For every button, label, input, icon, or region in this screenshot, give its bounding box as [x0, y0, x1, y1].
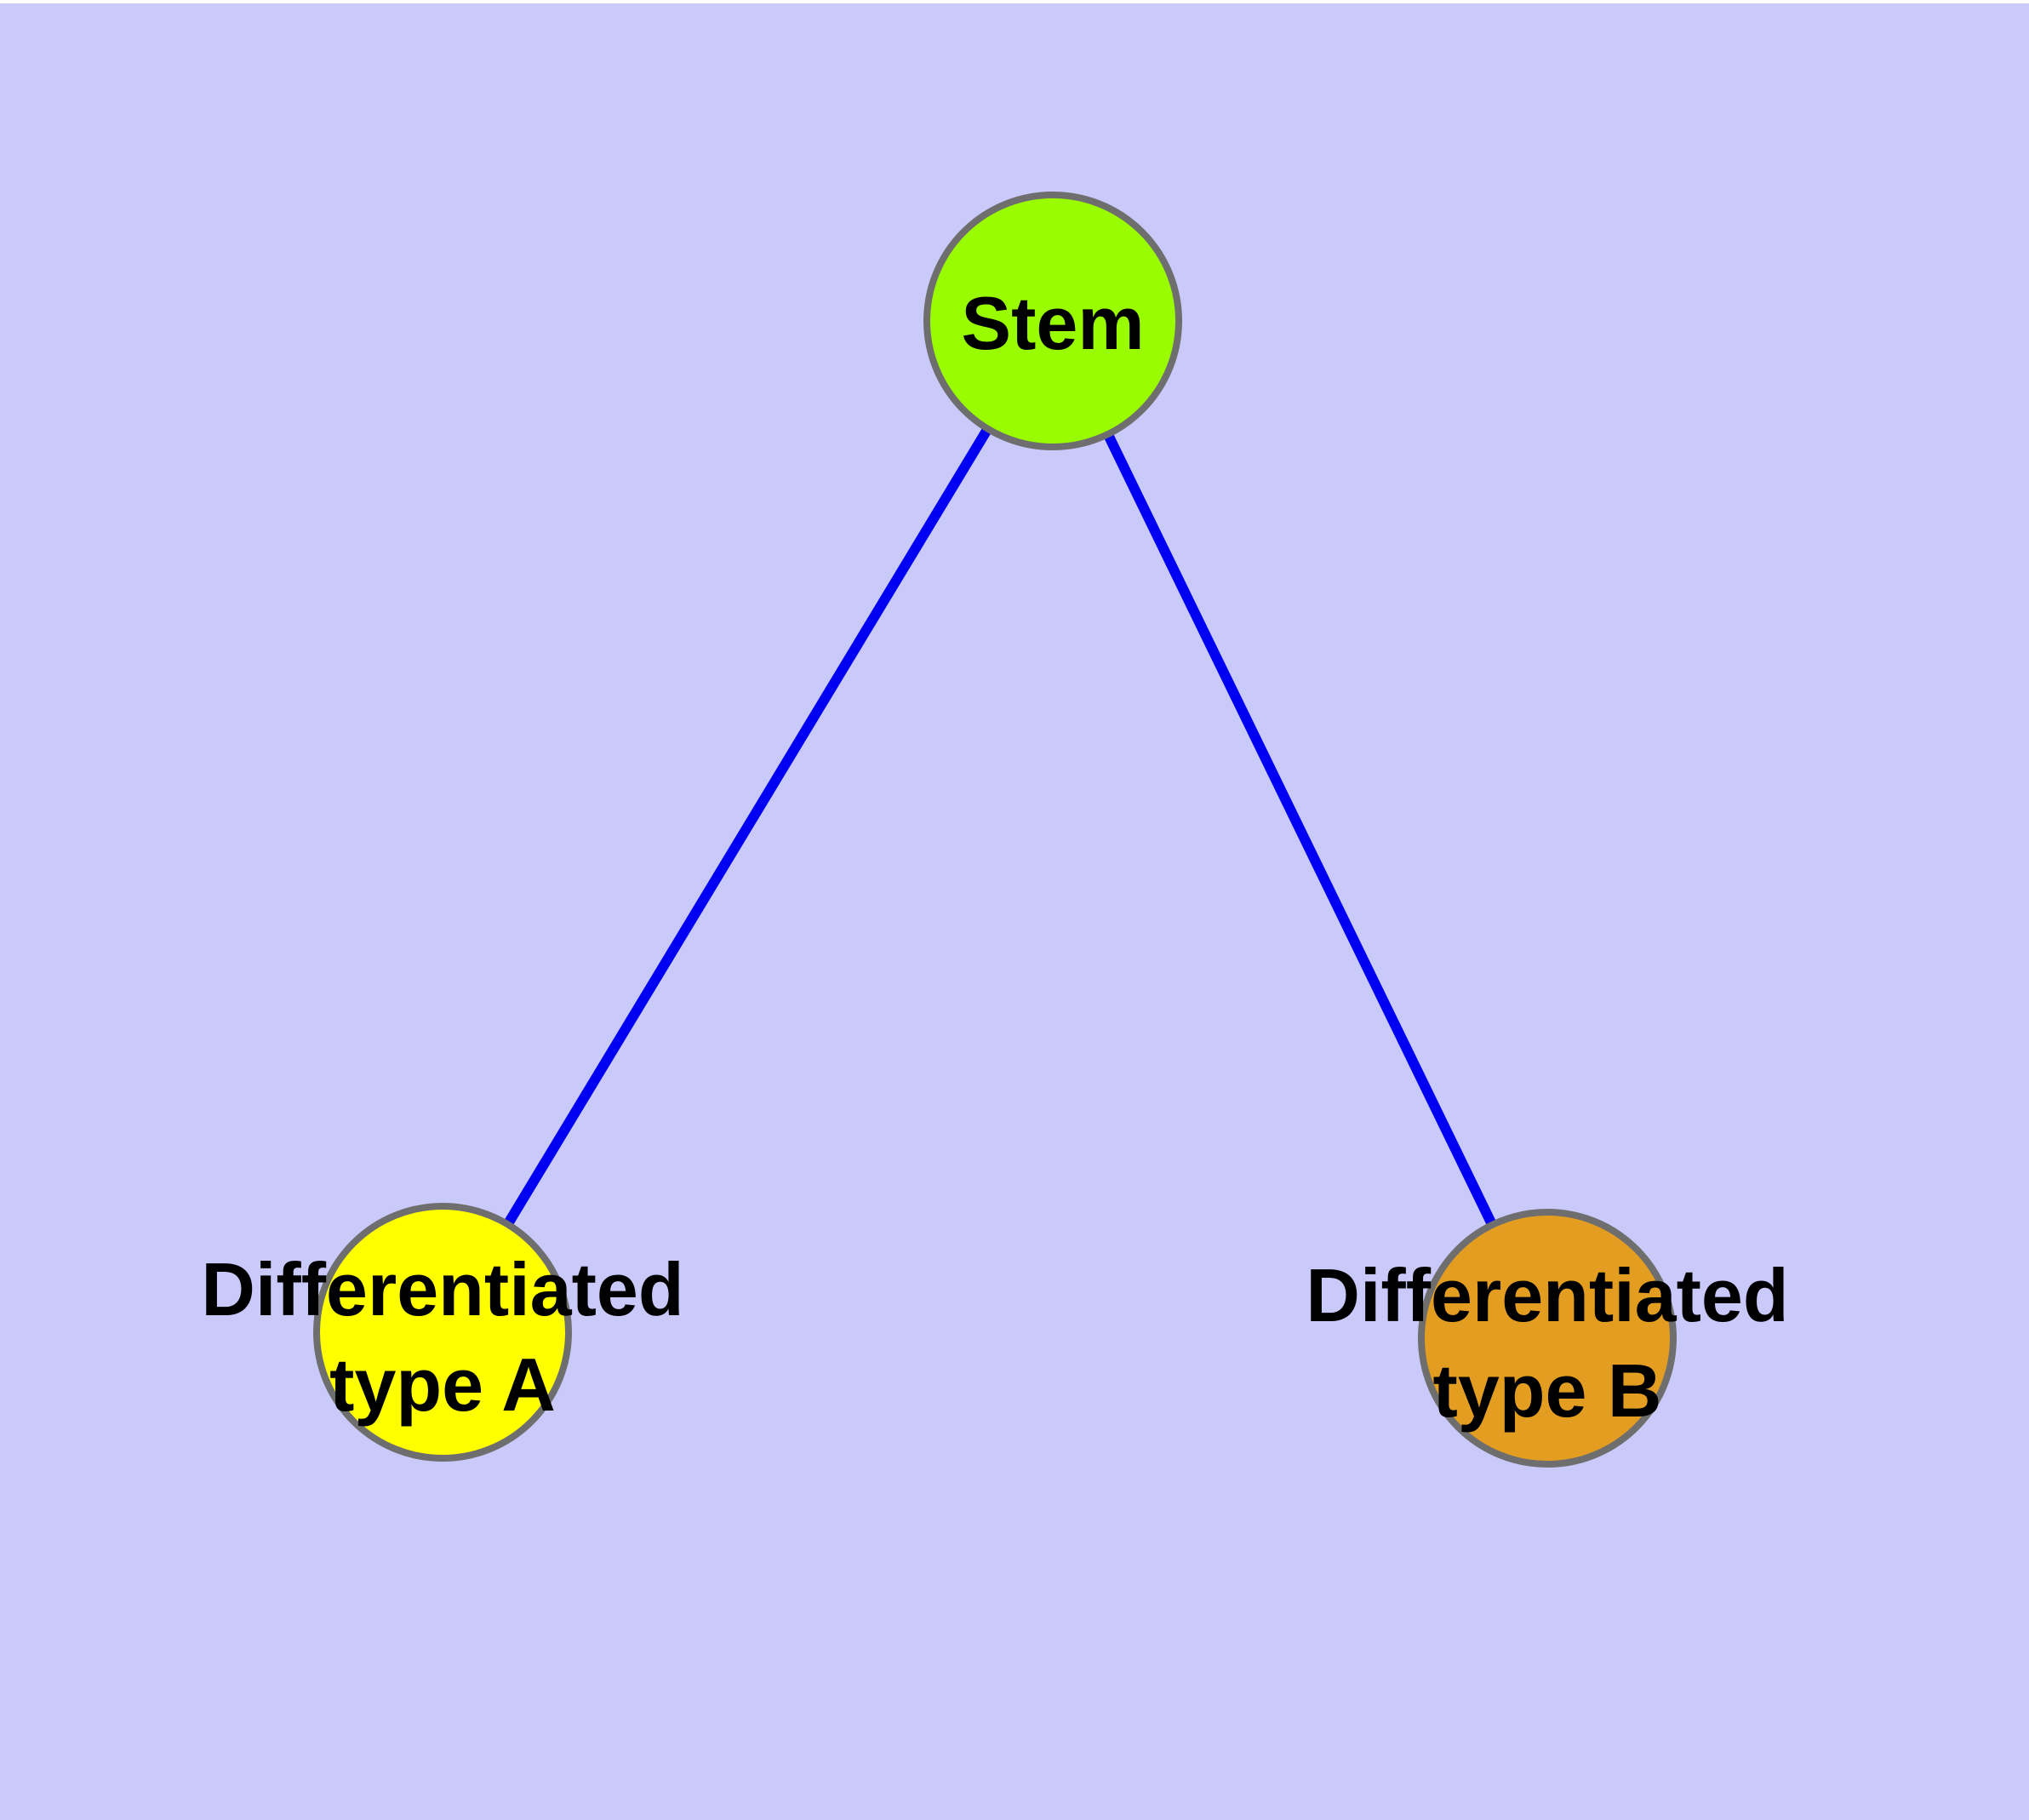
node-stem[interactable]: [923, 192, 1182, 450]
node-differentiated-type-a[interactable]: [313, 1203, 572, 1462]
top-edge-strip: [0, 0, 2029, 3]
node-type-a-label-line2: type A: [329, 1342, 556, 1427]
edge-stem-to-type-b[interactable]: [1048, 318, 1552, 1341]
node-type-b-label-line1: Differentiated: [1306, 1253, 1788, 1337]
node-type-b-label-line2: type B: [1433, 1348, 1662, 1433]
node-stem-label: Stem: [961, 281, 1144, 365]
node-differentiated-type-b[interactable]: [1418, 1209, 1677, 1468]
node-type-a-label-line1: Differentiated: [201, 1247, 683, 1331]
edge-stem-to-type-a[interactable]: [437, 318, 1058, 1336]
